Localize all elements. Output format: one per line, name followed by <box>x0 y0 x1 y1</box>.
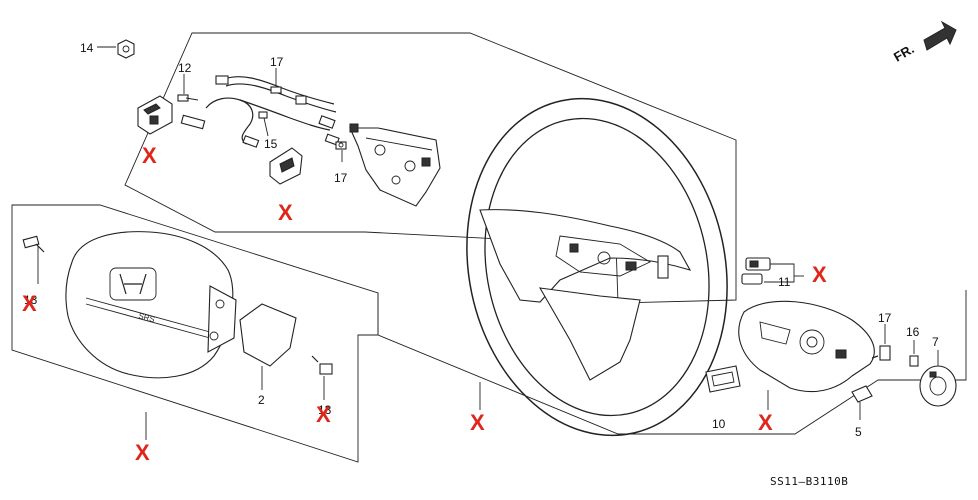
airbag-module: SRS <box>65 231 237 379</box>
removed-mark-13a: X <box>22 291 37 316</box>
removed-mark-switch: X <box>278 200 293 225</box>
screw-17c <box>871 345 891 361</box>
nut-14 <box>117 39 135 59</box>
label-13a: 13 <box>24 293 38 307</box>
drawing-code: SS11–B3110B <box>770 475 848 488</box>
wheel-group-frame <box>377 290 967 435</box>
label-17a: 17 <box>270 55 284 69</box>
arrow-icon <box>923 20 957 51</box>
removed-mark-12: X <box>142 143 157 168</box>
removed-mark-airbag: X <box>135 440 150 465</box>
screw-17a <box>270 86 282 94</box>
harness-group-frame <box>124 32 737 304</box>
screw-17b <box>335 141 347 150</box>
srs-marking: SRS <box>137 311 155 324</box>
cruise-switch-right <box>269 147 303 185</box>
label-7: 7 <box>932 335 939 349</box>
front-direction-label: FR. <box>891 41 917 64</box>
label-12: 12 <box>178 61 192 75</box>
front-direction-arrow: FR. <box>891 20 957 65</box>
sensor-5 <box>851 385 873 403</box>
removed-mark-cover: X <box>758 410 773 435</box>
screw-12 <box>177 94 199 102</box>
cable-reel-7 <box>919 365 957 407</box>
cover-2 <box>239 303 297 367</box>
removed-mark-11: X <box>812 262 827 287</box>
removed-mark-wheel: X <box>470 410 485 435</box>
removed-mark-13b: X <box>316 402 331 427</box>
honda-logo <box>109 267 157 301</box>
label-2: 2 <box>258 393 265 407</box>
bolt-13b <box>311 355 333 400</box>
steering-wheel <box>466 97 728 437</box>
lower-cover <box>738 300 875 393</box>
label-5: 5 <box>855 425 862 439</box>
airbag-group-frame <box>11 204 379 463</box>
label-10: 10 <box>712 417 726 431</box>
label-17b: 17 <box>334 171 348 185</box>
bolt-13a <box>22 235 45 284</box>
mounting-plate <box>349 123 441 207</box>
screw-16 <box>909 355 919 367</box>
label-13b: 13 <box>318 403 332 417</box>
pad-10 <box>705 365 741 393</box>
wire-harness <box>180 75 340 148</box>
label-17c: 17 <box>878 311 892 325</box>
label-11: 11 <box>778 275 791 289</box>
label-16: 16 <box>906 325 920 339</box>
switch-11 <box>741 257 771 285</box>
cruise-switch-left <box>137 95 173 135</box>
label-15: 15 <box>264 137 278 151</box>
label-14: 14 <box>80 41 94 55</box>
screw-15 <box>258 111 268 119</box>
